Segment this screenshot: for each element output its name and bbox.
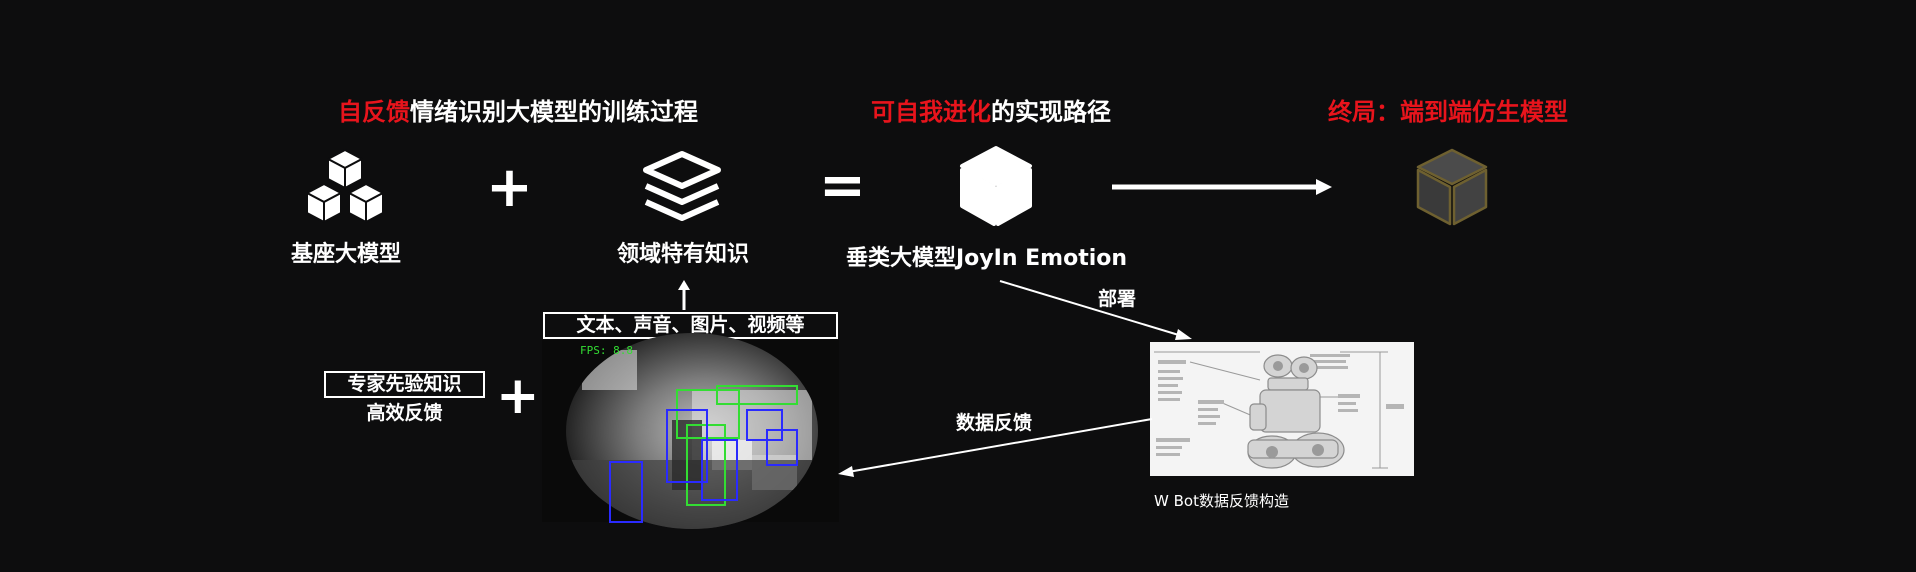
label-domain-knowledge: 领域特有知识 [616, 242, 749, 267]
label-data-feedback: 数据反馈 [956, 412, 1033, 434]
expert-knowledge-box: 专家先验知识 [324, 371, 485, 398]
wbot-caption: W Bot数据反馈构造 [1154, 492, 1289, 510]
cube-icon [960, 146, 1032, 226]
heading-evolution-highlight: 可自我进化 [871, 98, 991, 126]
heading-training-highlight: 自反馈 [338, 98, 410, 126]
heading-endgame: 终局：端到端仿生模型 [1328, 98, 1568, 126]
heading-training-process: 自反馈情绪识别大模型的训练过程 [338, 92, 698, 127]
dark-cube-icon [1416, 148, 1488, 226]
stacked-cubes-icon [306, 149, 384, 223]
fps-readout: FPS: 8.8 [580, 344, 633, 357]
data-feedback-arrow [838, 418, 1153, 477]
layers-icon [643, 151, 721, 221]
label-deploy: 部署 [1098, 288, 1137, 310]
label-base-model: 基座大模型 [290, 242, 401, 267]
heading-evolution-path: 可自我进化的实现路径 [871, 92, 1111, 127]
camera-detection-image: FPS: 8.8 [542, 333, 839, 529]
arrow-to-endgame [1112, 179, 1332, 195]
heading-training-rest: 情绪识别大模型的训练过程 [410, 98, 698, 126]
up-arrow [678, 280, 690, 310]
plus-operator-lower: + [496, 366, 540, 426]
equals-operator: = [819, 153, 866, 218]
label-vertical-model: 垂类大模型JoyIn Emotion [846, 246, 1128, 271]
heading-evolution-rest: 的实现路径 [991, 98, 1111, 126]
wbot-schematic-image [1150, 342, 1414, 476]
plus-operator: + [486, 155, 533, 220]
deploy-arrow [999, 280, 1192, 340]
label-efficient-feedback: 高效反馈 [366, 402, 443, 424]
